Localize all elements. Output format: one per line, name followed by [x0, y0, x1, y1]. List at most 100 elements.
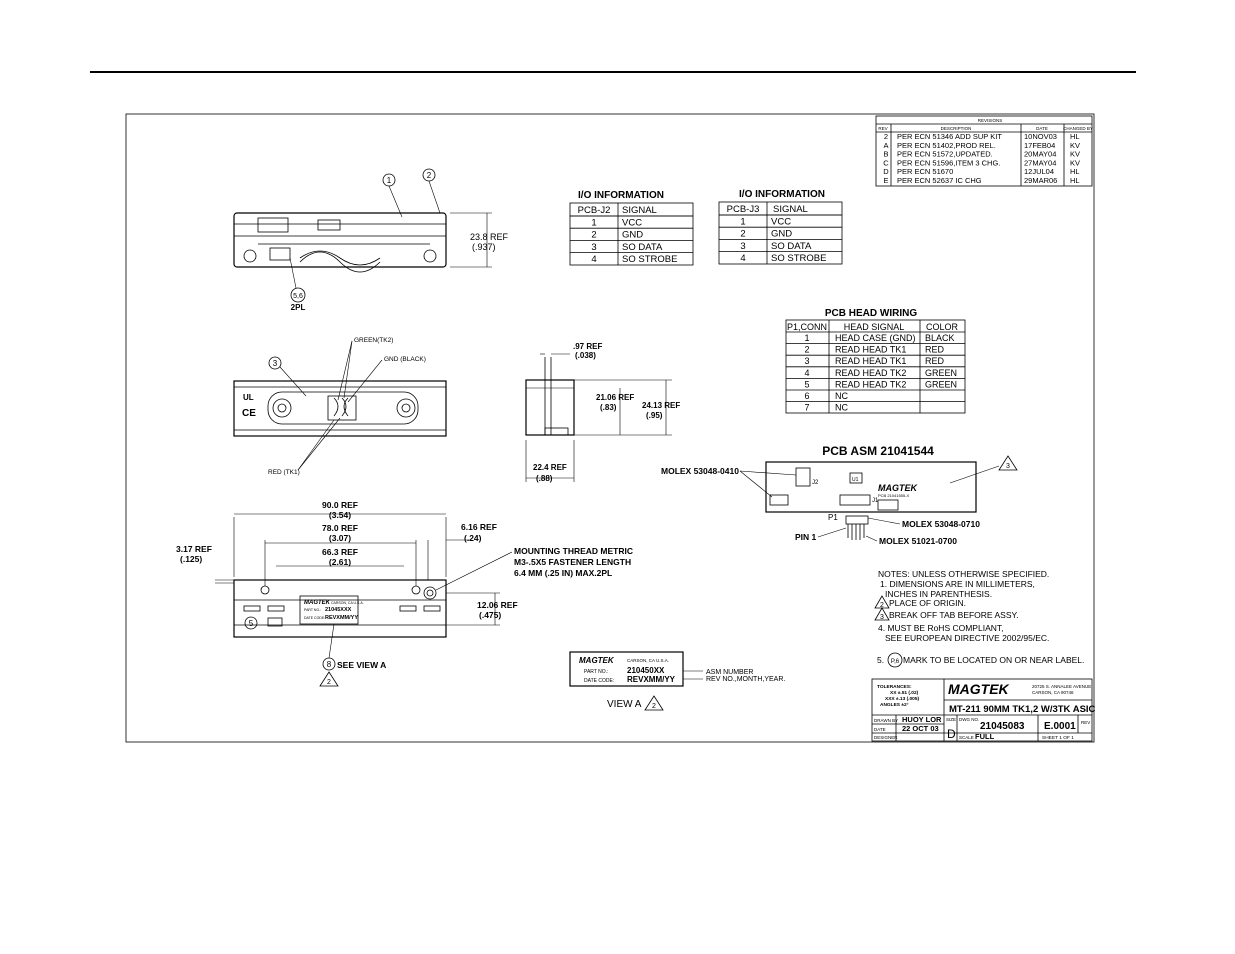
side-view: .97 REF (.038) 21.06 REF (.83) 24.13 REF…	[525, 342, 680, 483]
view-a-triangle-2	[644, 695, 664, 711]
revision-row-date: 10NOV03	[1024, 132, 1057, 141]
view-a-part-lbl: PART NO.:	[584, 669, 608, 675]
scale-label: SCALE	[959, 735, 974, 740]
bottom-triangle-2	[319, 671, 339, 687]
io-row-pin: 4	[591, 254, 596, 265]
revisions-title: REVISIONS	[978, 118, 1003, 123]
io-j3-header-signal: SIGNAL	[773, 204, 808, 215]
tol-4: ANGLES ±2°	[880, 702, 909, 708]
date-value: 22 OCT 03	[902, 724, 939, 733]
dim-78-ref: 78.0 REF	[322, 523, 358, 533]
note-5-balloon	[887, 652, 903, 668]
bottom-label-logo: MAGTEK	[304, 600, 331, 606]
note-2: PLACE OF ORIGIN.	[889, 598, 966, 608]
io-row-signal: SO STROBE	[771, 253, 826, 264]
head-wiring-row-color: BLACK	[925, 333, 955, 343]
view-a-date: REVXMM/YY	[627, 675, 676, 684]
view-a-caption: VIEW A	[607, 699, 642, 710]
note-2-num: 2	[880, 602, 884, 609]
title-block-title: MT-211 90MM TK1,2 W/3TK ASIC	[949, 704, 1096, 715]
pcb-triangle-3	[998, 455, 1018, 471]
size-value: D	[947, 727, 956, 741]
head-wiring-header-conn: P1,CONN	[787, 322, 827, 332]
drawing-border	[125, 113, 1095, 743]
dim-663-ref: 66.3 REF	[322, 547, 358, 557]
io-row-pin: 4	[740, 253, 745, 264]
note-4a: 4. MUST BE RoHS COMPLIANT,	[878, 623, 1003, 633]
scale-value: FULL	[975, 732, 995, 741]
designer-label: DESIGNER	[874, 735, 898, 740]
revision-row-rev: D	[883, 167, 889, 176]
head-wiring-title: PCB HEAD WIRING	[825, 308, 917, 319]
bottom-label-date-lbl: DATE CODE:	[304, 616, 325, 620]
page-rule	[90, 71, 1136, 73]
revision-row-description: PER ECN 51572,UPDATED.	[897, 150, 993, 159]
note-5: MARK TO BE LOCATED ON OR NEAR LABEL.	[903, 655, 1084, 665]
dim-0475: (.475)	[479, 610, 501, 620]
drawn-by-label: DRAWN BY	[874, 718, 898, 723]
io-row-pin: 3	[591, 242, 596, 253]
gnd-black-label: GND (BLACK)	[384, 356, 426, 363]
ce-mark: CE	[242, 408, 256, 419]
io-j2-title: I/O INFORMATION	[578, 190, 664, 201]
tol-3: XXX ±.13 (.005)	[885, 696, 919, 702]
view-a-asm: ASM NUMBER	[706, 669, 753, 676]
ul-mark: UL	[243, 393, 254, 402]
revisions-table: REVISIONS REV DESCRIPTION DATE CHANGED B…	[875, 115, 1093, 187]
revision-row-rev: 2	[884, 132, 888, 141]
head-wiring-row-signal: READ HEAD TK2	[835, 379, 906, 389]
revision-row-description: PER ECN 51346 ADD SUP KIT	[897, 132, 1002, 141]
balloon-5-6	[290, 287, 306, 303]
head-wiring-row-conn: 7	[804, 403, 809, 413]
io-row-signal: SO DATA	[622, 242, 663, 253]
revisions-header-rev: REV	[878, 126, 887, 131]
ref-p1: P1	[828, 513, 838, 522]
dim-224-ref: 22.4 REF	[533, 463, 567, 472]
view-a: MAGTEK CARSON, CA U.S.A. PART NO.: 21045…	[569, 651, 785, 711]
title-block-addr1: 20725 S. ANNALEE AVENUE	[1032, 684, 1091, 689]
revision-row-date: 29MAR06	[1024, 176, 1057, 185]
ref-j2: J2	[812, 480, 819, 486]
head-wiring-row-signal: READ HEAD TK1	[835, 356, 906, 366]
head-wiring-header-signal: HEAD SIGNAL	[844, 322, 905, 332]
balloon-8-text: 8	[327, 660, 332, 669]
revision-row-rev: C	[883, 158, 889, 167]
revision-row-rev: A	[883, 141, 888, 150]
head-wiring-row-color: GREEN	[925, 379, 957, 389]
io-row-pin: 1	[740, 217, 745, 228]
bottom-label-date: REVXMM/YY	[325, 615, 358, 621]
io-j2-header-pcb: PCB-J2	[578, 205, 611, 216]
dim-317-ref: 3.17 REF	[176, 544, 212, 554]
rev-code: E.0001	[1044, 721, 1076, 732]
head-wiring-row-conn: 5	[804, 379, 809, 389]
dim-0125: (.125)	[180, 554, 202, 564]
note-3: BREAK OFF TAB BEFORE ASSY.	[889, 610, 1018, 620]
io-row-signal: SO STROBE	[622, 254, 677, 265]
dim-0038: (.038)	[575, 351, 596, 360]
date-label: DATE	[874, 727, 886, 732]
top-view-2pl: 2PL	[291, 303, 306, 312]
revision-row-by: HL	[1070, 167, 1080, 176]
io-row-signal: SO DATA	[771, 241, 812, 252]
head-wiring-table: PCB HEAD WIRING P1,CONN HEAD SIGNAL COLO…	[785, 308, 966, 414]
pcb-assembly: PCB ASM 21041544 J2 U1 J1 MAGTEK PCB 210…	[661, 444, 1018, 546]
revision-row-by: KV	[1070, 158, 1080, 167]
head-wiring-row-color: GREEN	[925, 368, 957, 378]
head-wiring-row-signal: NC	[835, 403, 848, 413]
note-1a: 1. DIMENSIONS ARE IN MILLIMETERS,	[880, 579, 1035, 589]
head-wiring-row-color: RED	[925, 345, 945, 355]
notes: NOTES: UNLESS OTHERWISE SPECIFIED. 1. DI…	[874, 569, 1084, 668]
dim-2413-ref: 24.13 REF	[642, 401, 680, 410]
note-1b: INCHES IN PARENTHESIS.	[885, 589, 992, 599]
io-row-pin: 1	[591, 218, 596, 229]
bottom-triangle-2-text: 2	[327, 679, 331, 686]
revision-row-by: HL	[1070, 132, 1080, 141]
note-4b: SEE EUROPEAN DIRECTIVE 2002/95/EC.	[885, 633, 1049, 643]
revision-row-date: 12JUL04	[1024, 167, 1054, 176]
balloon-1-text: 1	[387, 176, 392, 185]
revision-row-description: PER ECN 51596,ITEM 3 CHG.	[897, 158, 1000, 167]
tol-1: TOLERANCES:	[877, 684, 912, 690]
ref-u1: U1	[852, 477, 859, 483]
